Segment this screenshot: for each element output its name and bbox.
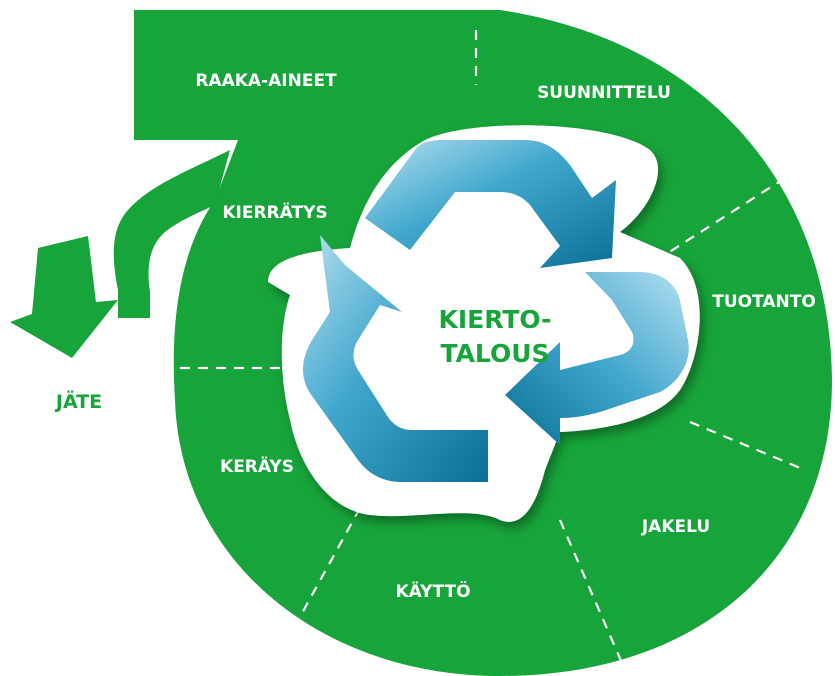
stage-label-collection: KERÄYS xyxy=(220,455,294,477)
stage-label-raw-materials: RAAKA-AINEET xyxy=(195,71,337,91)
center-title-line2: TALOUS xyxy=(440,339,549,368)
waste-outflow-arrow xyxy=(113,150,230,318)
stage-label-use: KÄYTTÖ xyxy=(395,580,470,602)
waste-label: JÄTE xyxy=(54,389,102,413)
arrow-down-icon xyxy=(10,236,118,358)
stage-label-production: TUOTANTO xyxy=(712,292,816,312)
recycle-icon: KIERTO- TALOUS xyxy=(268,125,700,522)
center-title-line1: KIERTO- xyxy=(438,305,551,334)
segment-dividers xyxy=(180,30,806,671)
stage-label-recycling: KIERRÄTYS xyxy=(222,201,327,223)
stage-label-distribution: JAKELU xyxy=(641,517,710,537)
stage-label-design: SUUNNITTELU xyxy=(537,83,671,103)
